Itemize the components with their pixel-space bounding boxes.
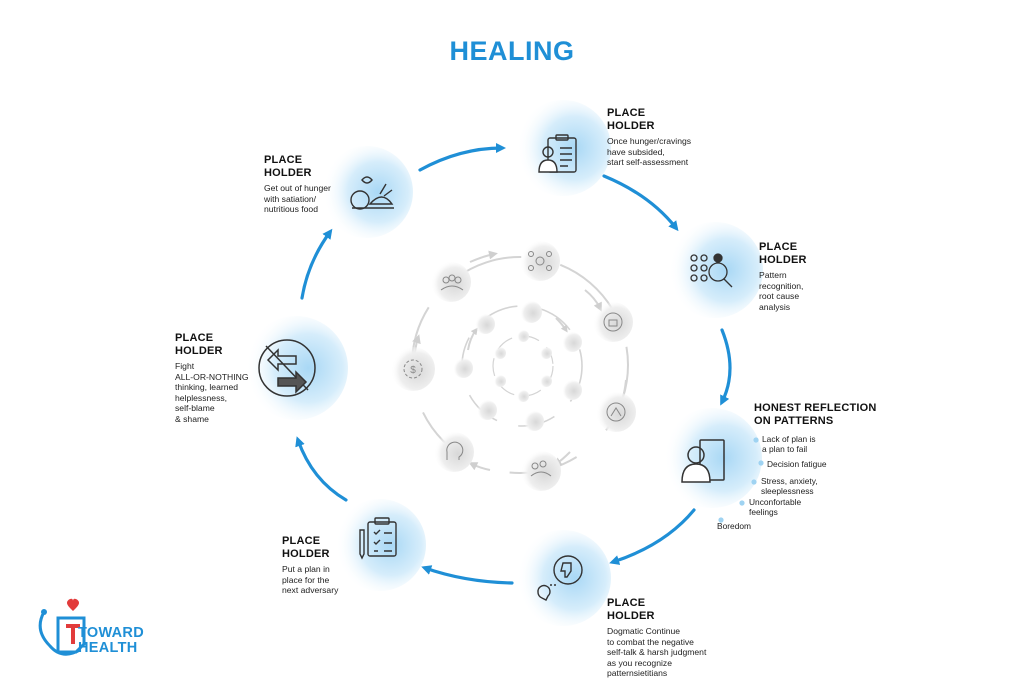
node-4-label: PLACE HOLDER Dogmatic Continue to combat… xyxy=(607,597,747,679)
node-4-description: Dogmatic Continue to combat the negative… xyxy=(607,626,707,678)
arrow-7 xyxy=(300,228,333,300)
node-5-label: PLACE HOLDER Put a plan in place for the… xyxy=(282,535,372,596)
node-5-circle xyxy=(334,499,426,591)
arrow-3 xyxy=(720,328,732,406)
gray-node-cycle-lock-icon xyxy=(593,302,633,342)
node-6-description: Fight ALL-OR-NOTHING thinking, learned h… xyxy=(175,361,249,424)
logo-text: TOWARD HEALTH xyxy=(78,625,144,656)
node-6-circle xyxy=(244,316,348,420)
node-7-heading: PLACE HOLDER xyxy=(264,154,312,179)
node-2-label: PLACE HOLDER Pattern recognition, root c… xyxy=(759,241,849,312)
reflection-bullet-3: Stress, anxiety, sleeplessness xyxy=(761,476,818,496)
node-5-description: Put a plan in place for the next adversa… xyxy=(282,564,339,595)
reflection-bullet-2: Decision fatigue xyxy=(767,459,827,469)
node-7-label: PLACE HOLDER Get out of hunger with sati… xyxy=(264,154,364,215)
node-5-heading: PLACE HOLDER xyxy=(282,535,330,560)
node-7-circle xyxy=(321,146,413,238)
gray-node-head-gear-icon xyxy=(434,432,474,472)
svg-text:$: $ xyxy=(410,365,416,376)
checklist-icon xyxy=(359,517,397,560)
gray-node-group-hand-icon xyxy=(521,451,561,491)
toward-health-logo-mark xyxy=(38,598,86,656)
node-1-heading: PLACE HOLDER xyxy=(607,107,655,132)
reflection-bullet-5: Boredom xyxy=(717,521,751,531)
outer-cycle-arrows xyxy=(295,143,732,585)
clipboard-person-icon xyxy=(538,134,577,173)
node-3-label: HONEST REFLECTION ON PATTERNS xyxy=(754,402,894,427)
node-2-circle xyxy=(667,222,763,318)
arrow-6 xyxy=(295,436,348,502)
arrow-4 xyxy=(609,508,696,565)
node-3-circle xyxy=(662,408,762,508)
node-1-description: Once hunger/cravings have subsided, star… xyxy=(607,136,692,167)
node-6-label: PLACE HOLDER Fight ALL-OR-NOTHING thinki… xyxy=(175,332,275,424)
node-6-heading: PLACE HOLDER xyxy=(175,332,223,357)
reflection-bullet-4: Unconfortable feelings xyxy=(749,497,802,517)
diagram-title: HEALING xyxy=(449,36,575,66)
node-1-circle xyxy=(515,100,611,196)
arrow-2 xyxy=(602,174,679,232)
reflection-bullet-dots xyxy=(718,437,764,523)
gray-node-network-icon xyxy=(520,241,560,281)
pattern-magnifier-icon xyxy=(690,253,733,288)
node-1-label: PLACE HOLDER Once hunger/cravings have s… xyxy=(607,107,727,168)
arrow-5 xyxy=(421,565,514,585)
inner-small-nodes xyxy=(453,301,582,431)
node-3-heading: HONEST REFLECTION ON PATTERNS xyxy=(754,402,877,427)
thumbs-down-chat-icon xyxy=(537,555,583,601)
node-2-heading: PLACE HOLDER xyxy=(759,241,807,266)
node-2-description: Pattern recognition, root cause analysis xyxy=(759,270,804,312)
node-4-heading: PLACE HOLDER xyxy=(607,597,655,622)
no-either-or-arrows-icon xyxy=(258,339,316,397)
inner-cycle-nodes: $ xyxy=(391,241,636,491)
arrow-1 xyxy=(418,143,506,172)
food-bowl-icon xyxy=(350,176,394,210)
gray-node-money-gear-icon: $ xyxy=(391,347,435,391)
gray-node-team-icon xyxy=(431,262,471,302)
node-7-description: Get out of hunger with satiation/ nutrit… xyxy=(264,183,331,214)
mirror-person-icon xyxy=(681,439,725,483)
gray-node-growth-icon xyxy=(596,392,636,432)
reflection-bullet-1: Lack of plan is a plan to fail xyxy=(762,434,816,454)
node-4-circle xyxy=(515,530,611,626)
